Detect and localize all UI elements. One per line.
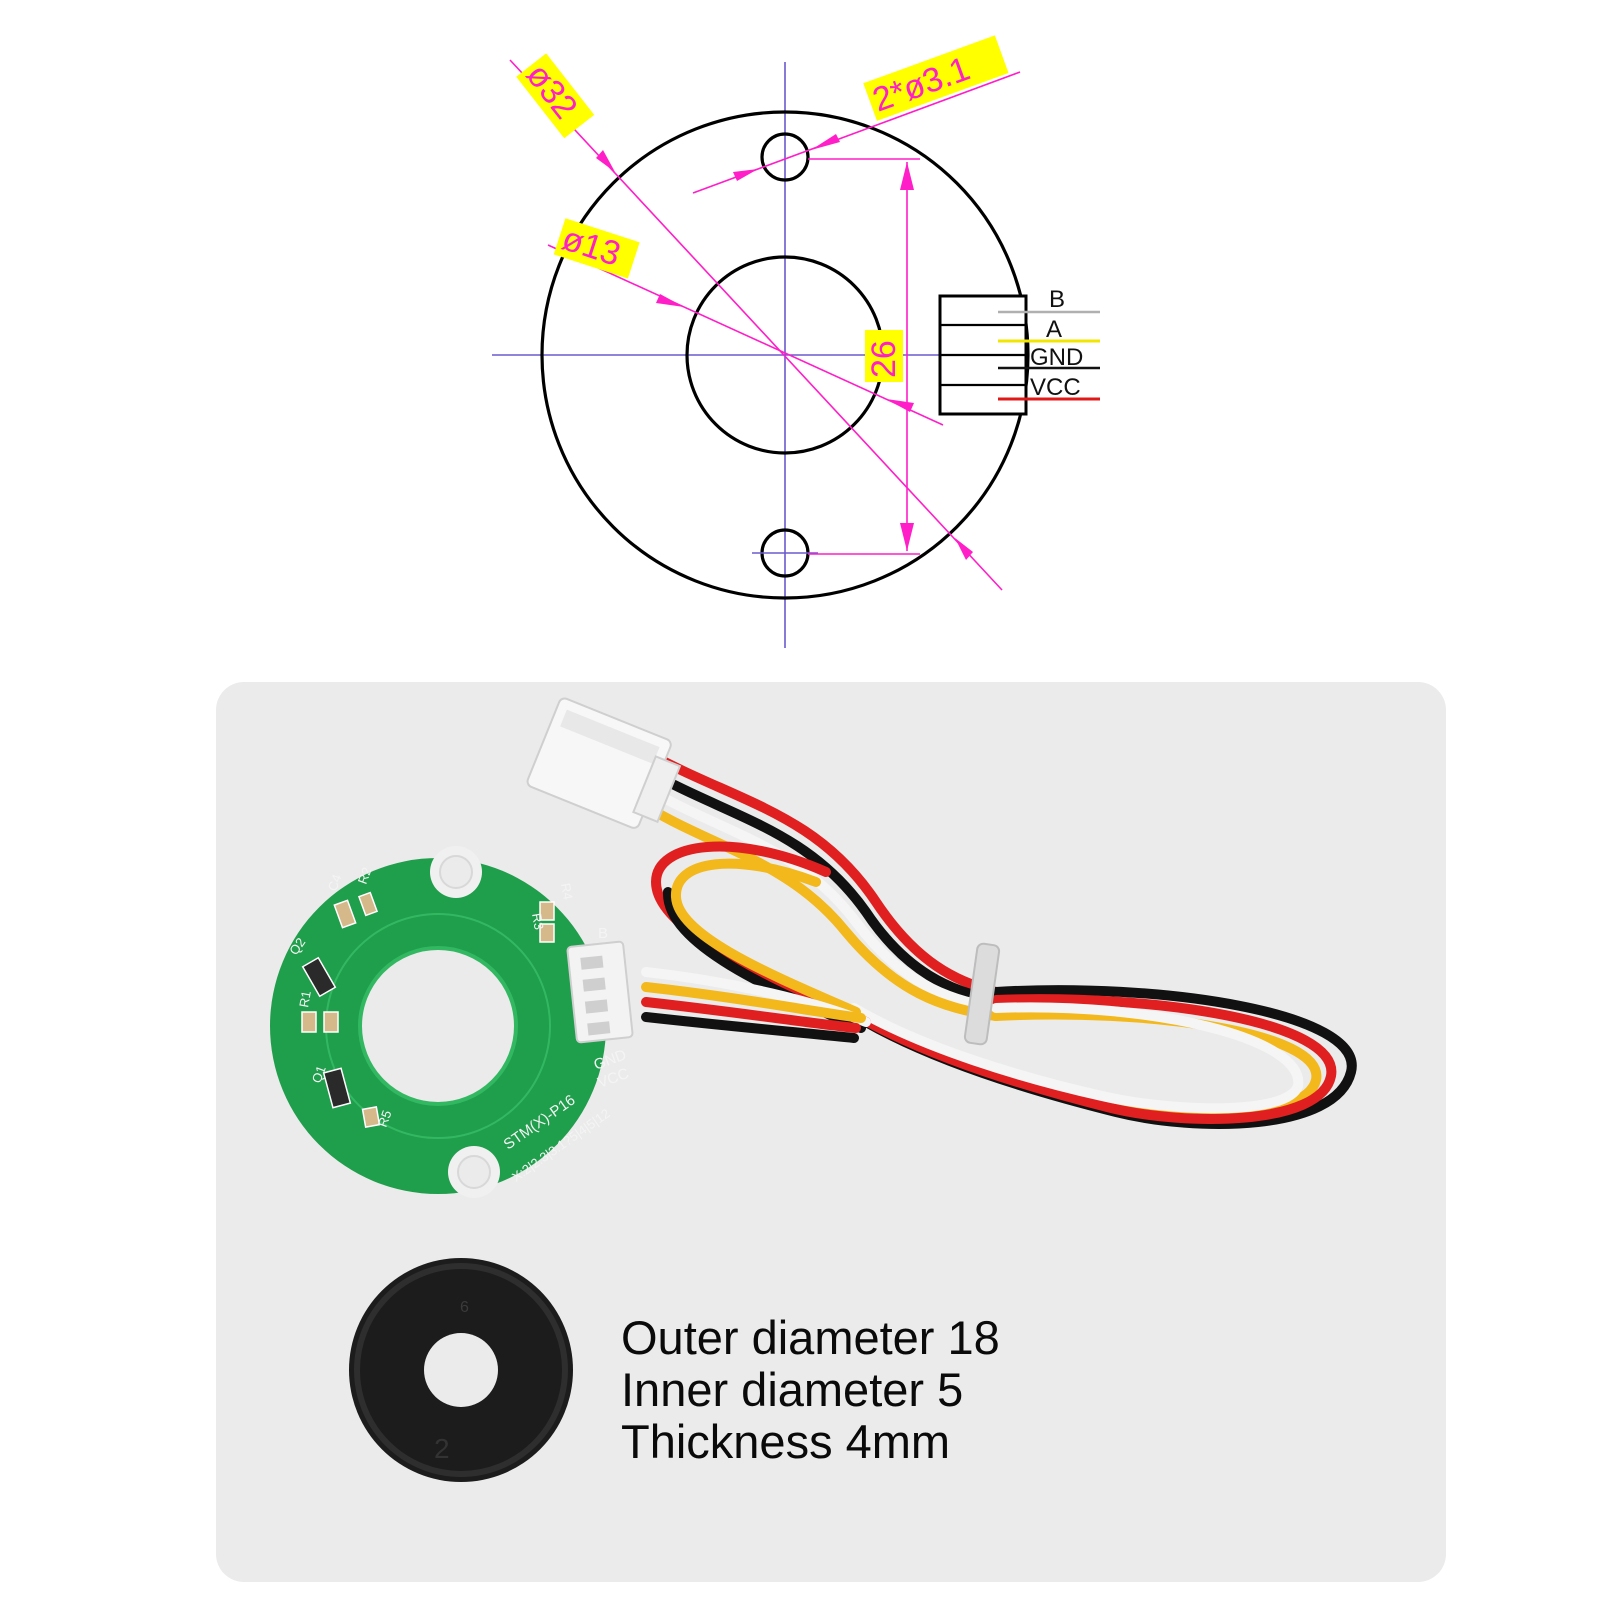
cable-bundle bbox=[626, 747, 1357, 1129]
board-connector-pins bbox=[580, 955, 611, 1036]
magnet-mark-6: 6 bbox=[460, 1299, 469, 1316]
label-inner-diameter: ø13 bbox=[553, 218, 640, 279]
magnet-disc: 6 2 bbox=[349, 1258, 573, 1482]
encoder-board: C4 R2 R4 R3 Q2 R1 Q1 R5 B GND VCC STM(X)… bbox=[270, 846, 634, 1198]
wire-yellow-lower bbox=[671, 858, 861, 1017]
arrow-hole-left bbox=[733, 169, 758, 181]
label-mount-holes: 2*ø3.1 bbox=[863, 35, 1009, 121]
board-hole-top-ring bbox=[439, 855, 473, 889]
board-hole-bottom-ring bbox=[457, 1155, 491, 1189]
silk-r2: R2 bbox=[355, 865, 375, 886]
svg-text:26: 26 bbox=[865, 340, 903, 378]
wire-to-board-red bbox=[641, 997, 861, 1033]
silk-r4: R4 bbox=[558, 882, 576, 901]
wire-white-upper bbox=[631, 777, 1001, 1013]
cable-plug bbox=[526, 697, 682, 829]
magnet-mark-2: 2 bbox=[434, 1433, 450, 1464]
pin-label-b: B bbox=[1049, 286, 1065, 313]
label-outer-diameter: ø32 bbox=[516, 53, 595, 139]
cable-tie bbox=[963, 942, 1001, 1046]
label-hole-spacing: 26 bbox=[865, 330, 903, 382]
pin-label-a: A bbox=[1046, 316, 1062, 343]
magnet-hole bbox=[424, 1333, 498, 1407]
wire-white-loop bbox=[849, 1002, 1304, 1114]
arrow-outer-bottom bbox=[955, 538, 973, 560]
mount-hole-top bbox=[760, 132, 810, 182]
spec-outer-diameter: Outer diameter 18 bbox=[621, 1311, 1000, 1364]
board-center-edge bbox=[358, 946, 518, 1106]
spec-inner-diameter: Inner diameter 5 bbox=[621, 1363, 964, 1416]
wire-red-loop bbox=[856, 994, 1337, 1124]
magnet-sheen bbox=[354, 1263, 568, 1477]
leader-outer-diameter bbox=[509, 59, 1003, 591]
wire-to-board-black bbox=[641, 1012, 859, 1043]
technical-drawing: ø32 ø13 2*ø3.1 26 B A GND VCC bbox=[492, 35, 1100, 648]
arrow-hole-right bbox=[811, 134, 840, 150]
wire-red-upper bbox=[641, 747, 1001, 997]
silk-q1: Q1 bbox=[309, 1064, 329, 1085]
magnet-specs: Outer diameter 18 Inner diameter 5 Thick… bbox=[621, 1312, 1181, 1468]
silk-c4: C4 bbox=[325, 872, 345, 893]
arrow-spacing-bottom bbox=[900, 523, 914, 551]
spec-thickness: Thickness 4mm bbox=[621, 1415, 951, 1468]
arrow-inner-right bbox=[886, 399, 914, 412]
silk-r3: R3 bbox=[529, 912, 547, 931]
product-photo-panel: C4 R2 R4 R3 Q2 R1 Q1 R5 B GND VCC STM(X)… bbox=[216, 682, 1446, 1582]
pin-label-vcc: VCC bbox=[1030, 374, 1081, 401]
leader-inner-diameter bbox=[547, 244, 944, 426]
arrow-spacing-top bbox=[900, 162, 914, 190]
wire-to-board-yellow bbox=[641, 982, 866, 1023]
pin-label-gnd: GND bbox=[1030, 344, 1083, 371]
wire-yellow-upper bbox=[626, 792, 1001, 1021]
product-photo: C4 R2 R4 R3 Q2 R1 Q1 R5 B GND VCC STM(X)… bbox=[270, 697, 1357, 1482]
silk-r5: R5 bbox=[375, 1108, 395, 1129]
silk-r1: R1 bbox=[296, 990, 314, 1009]
svg-text:ø13: ø13 bbox=[558, 219, 625, 273]
smd-components bbox=[301, 891, 555, 1128]
silk-pin-b: B bbox=[598, 925, 608, 942]
arrow-outer-top bbox=[596, 150, 615, 172]
wire-black-upper bbox=[636, 762, 1001, 1005]
arrow-inner-left bbox=[656, 294, 684, 307]
board-center-hole bbox=[360, 948, 516, 1104]
outer-ring bbox=[540, 110, 1030, 600]
